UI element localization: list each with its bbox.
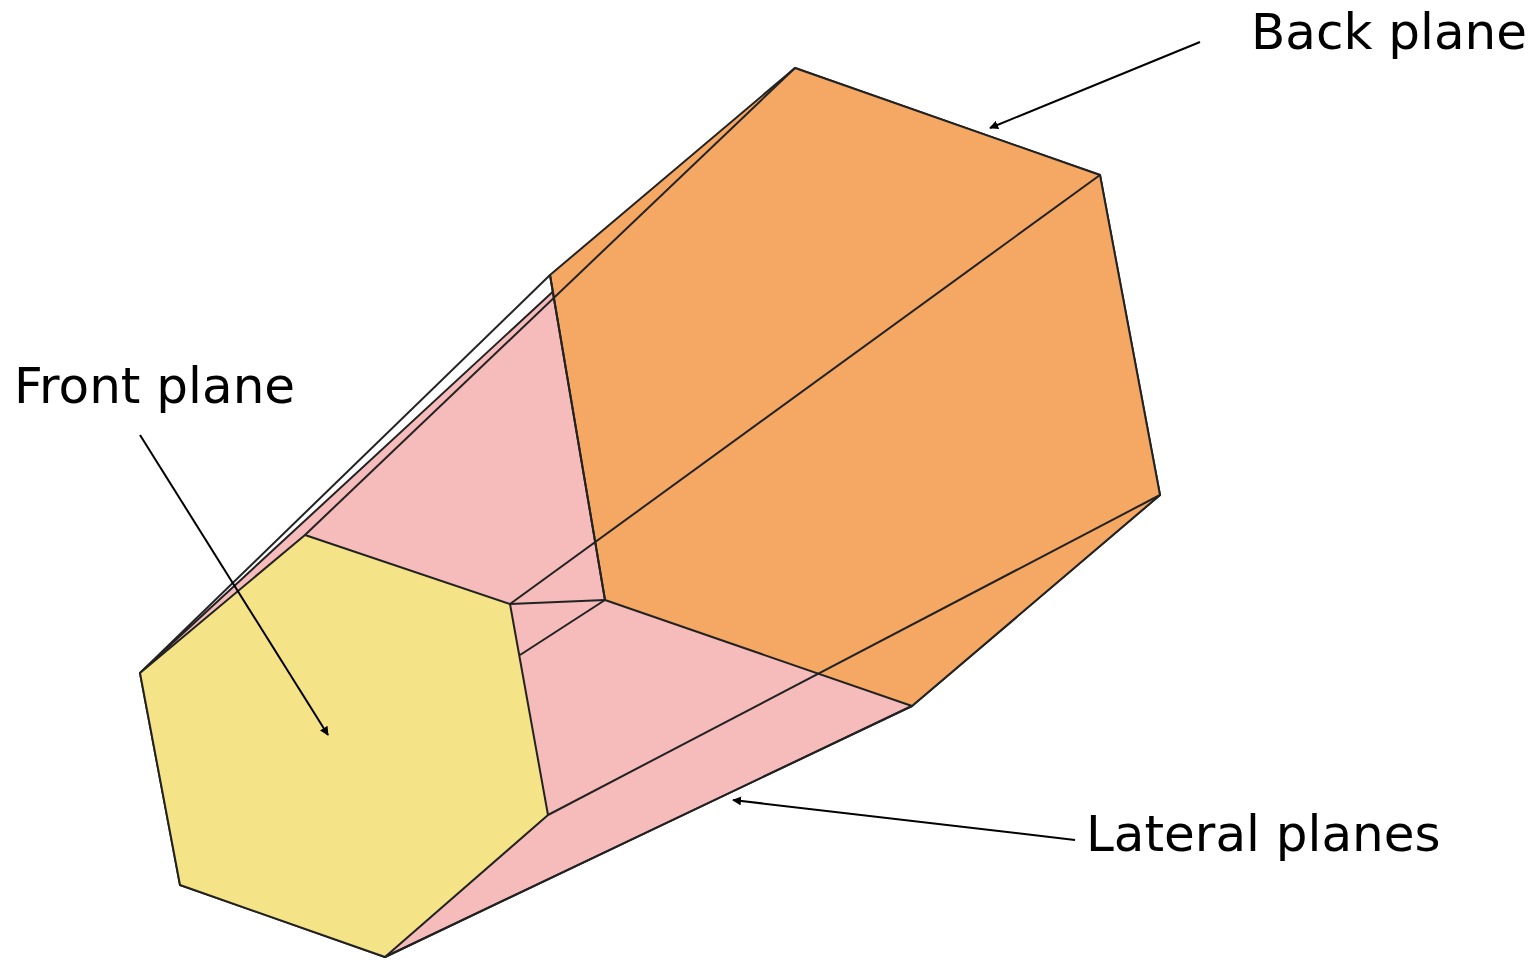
lateral-edge [548, 495, 1160, 815]
lateral-edge [520, 600, 605, 655]
back-plane [550, 68, 1160, 706]
lateral-edge [510, 175, 1100, 604]
leader-line [990, 42, 1200, 128]
lateral-edge [510, 600, 605, 604]
leader-line [733, 800, 1075, 840]
leader-line [140, 435, 328, 735]
part-label: Lateral planes [1086, 806, 1441, 864]
part-label: Back plane [1251, 4, 1527, 62]
lateral-edge [550, 275, 605, 600]
front-plane [140, 535, 548, 957]
part-label: Front plane [14, 358, 295, 416]
lateral-edge [305, 68, 795, 535]
lateral-planes [140, 68, 1160, 957]
